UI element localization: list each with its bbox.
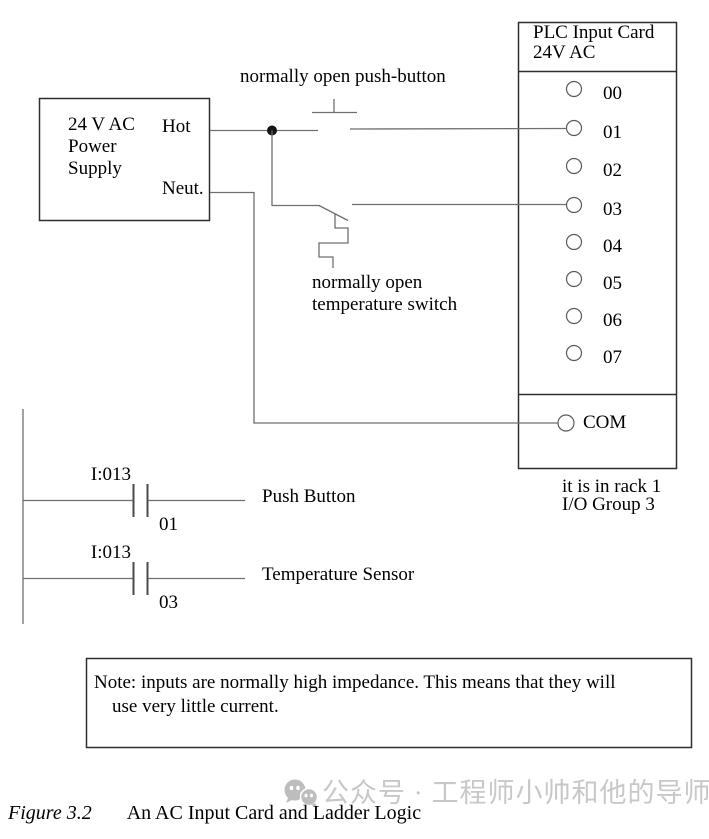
temperature-switch-label: normally open temperature switch (312, 272, 458, 315)
plc-card-outline (517, 21, 678, 470)
rung1-address: I:013 (90, 464, 131, 485)
channel-label-01: 01 (603, 122, 622, 143)
wechat-icon (282, 778, 322, 810)
note-box-outline (85, 657, 693, 749)
temperature-switch-symbol (272, 203, 566, 268)
channel-label-02: 02 (603, 160, 622, 181)
plc-card-title: PLC Input Card (533, 22, 655, 43)
note-line1: Note: inputs are normally high impedance… (94, 672, 616, 693)
figure-caption: Figure 3.2 An AC Input Card and Ladder Lo… (8, 801, 421, 825)
plc-card-voltage: 24V AC (533, 42, 596, 63)
hot-wire (210, 125, 567, 206)
rung2-bit: 03 (159, 592, 178, 613)
plc-terminal-circles (557, 80, 583, 432)
figure-title: An AC Input Card and Ladder Logic (126, 802, 422, 824)
channel-label-04: 04 (603, 236, 622, 257)
rung2-label: Temperature Sensor (262, 564, 415, 585)
channel-label-03: 03 (603, 199, 622, 220)
channel-label-07: 07 (603, 347, 622, 368)
push-button-symbol (312, 99, 357, 114)
rung1-label: Push Button (262, 486, 356, 507)
power-supply-outline (38, 97, 211, 222)
neutral-wire (210, 191, 558, 424)
com-terminal-label: COM (583, 412, 627, 433)
neutral-terminal-label: Neut. (162, 178, 204, 199)
com-terminal-circle (557, 414, 575, 432)
channel-label-05: 05 (603, 273, 622, 294)
note-line2: use very little current. (112, 696, 279, 717)
rack-location-line2: I/O Group 3 (562, 494, 655, 515)
hot-terminal-label: Hot (162, 116, 191, 137)
channel-label-00: 00 (603, 83, 622, 104)
ladder-diagram (22, 409, 245, 624)
rung2-address: I:013 (90, 542, 131, 563)
note-text: Note: inputs are normally high impedance… (94, 671, 616, 719)
watermark: 公众号 · 工程师小帅和他的导师 (282, 777, 709, 810)
rack-location-line1: it is in rack 1 (562, 476, 662, 497)
channel-label-06: 06 (603, 310, 622, 331)
push-button-label: normally open push-button (240, 66, 446, 87)
rung1-bit: 01 (159, 514, 178, 535)
power-supply-label: 24 V AC Power Supply (68, 114, 135, 179)
figure-number: Figure 3.2 (8, 802, 92, 824)
watermark-text: 公众号 · 工程师小帅和他的导师 (322, 778, 709, 808)
